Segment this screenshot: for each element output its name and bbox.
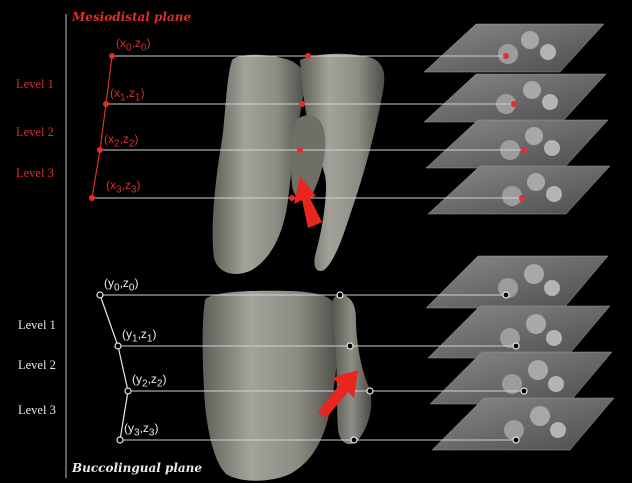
mesiodistal-level-1-label: Level 1 (16, 77, 54, 92)
ct-slice-stack-bottom (426, 256, 614, 450)
mesiodistal-level-2-label: Level 2 (16, 125, 54, 140)
buccolingual-level-3-label: Level 3 (18, 403, 56, 418)
mesiodistal-point-label: (x3,z3) (106, 178, 140, 195)
buccolingual-point-label: (y1,z1) (122, 327, 156, 344)
mesiodistal-plane-title: Mesiodistal plane (72, 10, 191, 24)
mesiodistal-point-label: (x0,z0) (116, 36, 150, 53)
buccolingual-point-label: (y2,z2) (132, 372, 166, 389)
buccolingual-level-1-label: Level 1 (18, 318, 56, 333)
buccolingual-point-label: (y0,z0) (104, 276, 138, 293)
buccolingual-level-2-label: Level 2 (18, 358, 56, 373)
mesiodistal-point-label: (x2,z2) (104, 132, 138, 149)
buccolingual-plane-title: Buccolingual plane (72, 461, 202, 475)
mesiodistal-point-label: (x1,z1) (110, 86, 144, 103)
ct-slice-stack-top (424, 24, 610, 214)
mesiodistal-tooth-model (213, 54, 385, 274)
buccolingual-point-label: (y3,z3) (124, 421, 158, 438)
mesiodistal-level-3-label: Level 3 (16, 166, 54, 181)
